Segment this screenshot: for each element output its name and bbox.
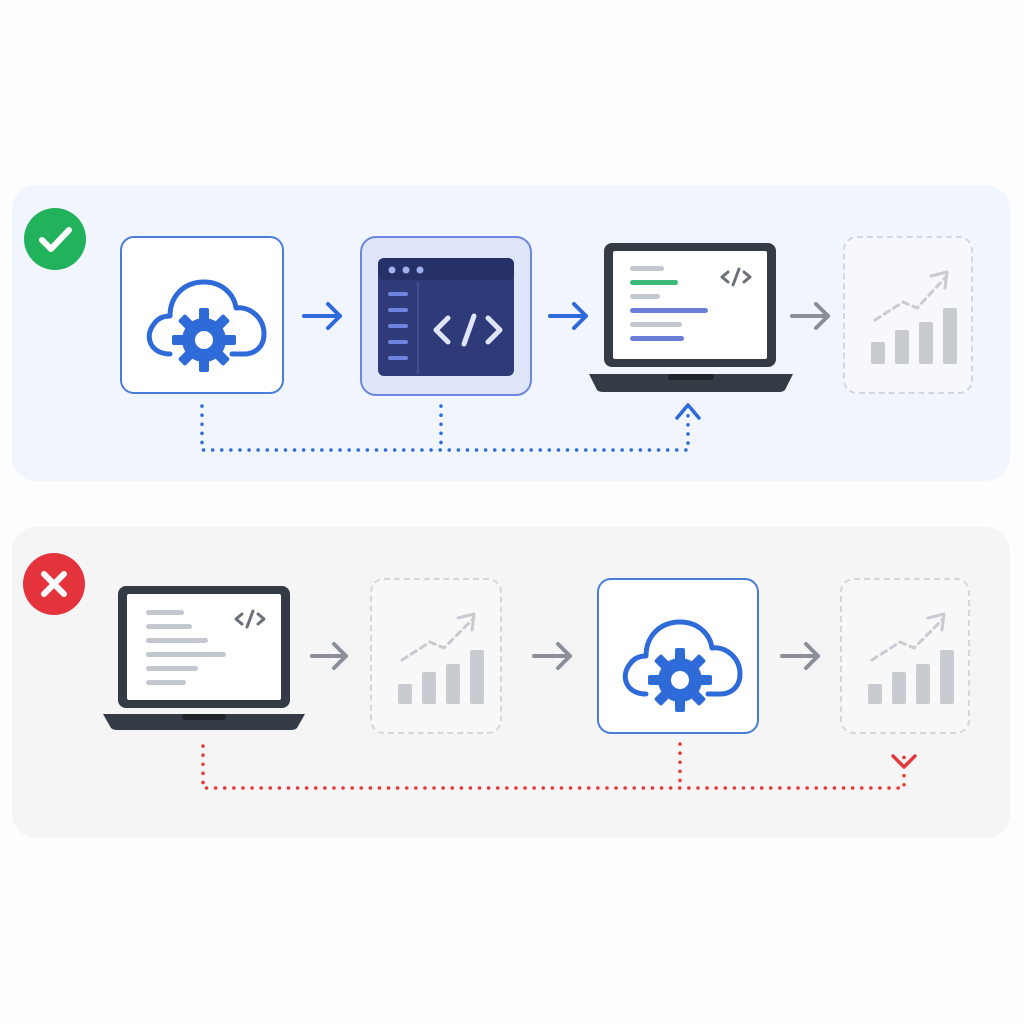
laptop-node [102, 584, 306, 732]
arrow-right-icon [532, 642, 572, 670]
growth-chart-icon [871, 270, 957, 364]
arrow-right-icon [302, 302, 342, 330]
outcome-placeholder-node [840, 578, 970, 734]
outcome-placeholder-node [370, 578, 502, 734]
code-editor-icon [378, 258, 514, 376]
cloud-gear-icon [622, 619, 743, 712]
cross-icon [41, 571, 67, 597]
cloud-gear-icon [146, 279, 267, 372]
dotted-connector-blue [200, 404, 690, 452]
check-icon [39, 227, 72, 252]
arrow-right-icon [310, 642, 348, 670]
arrow-down-icon [891, 754, 917, 769]
growth-chart-icon [868, 612, 954, 704]
dotted-connector-red [201, 742, 906, 790]
arrow-right-icon [548, 302, 588, 330]
code-editor-node [360, 236, 532, 396]
cloud-service-node [597, 578, 759, 734]
cloud-service-node [120, 236, 284, 394]
growth-chart-icon [398, 612, 484, 704]
check-badge [24, 208, 86, 270]
arrow-up-icon [675, 403, 701, 420]
laptop-code-icon [103, 586, 305, 730]
laptop-node [588, 240, 794, 396]
laptop-code-icon [589, 243, 793, 392]
arrow-right-icon [780, 642, 820, 670]
outcome-placeholder-node [843, 236, 973, 394]
arrow-right-icon [790, 302, 830, 330]
cross-badge [23, 553, 85, 615]
